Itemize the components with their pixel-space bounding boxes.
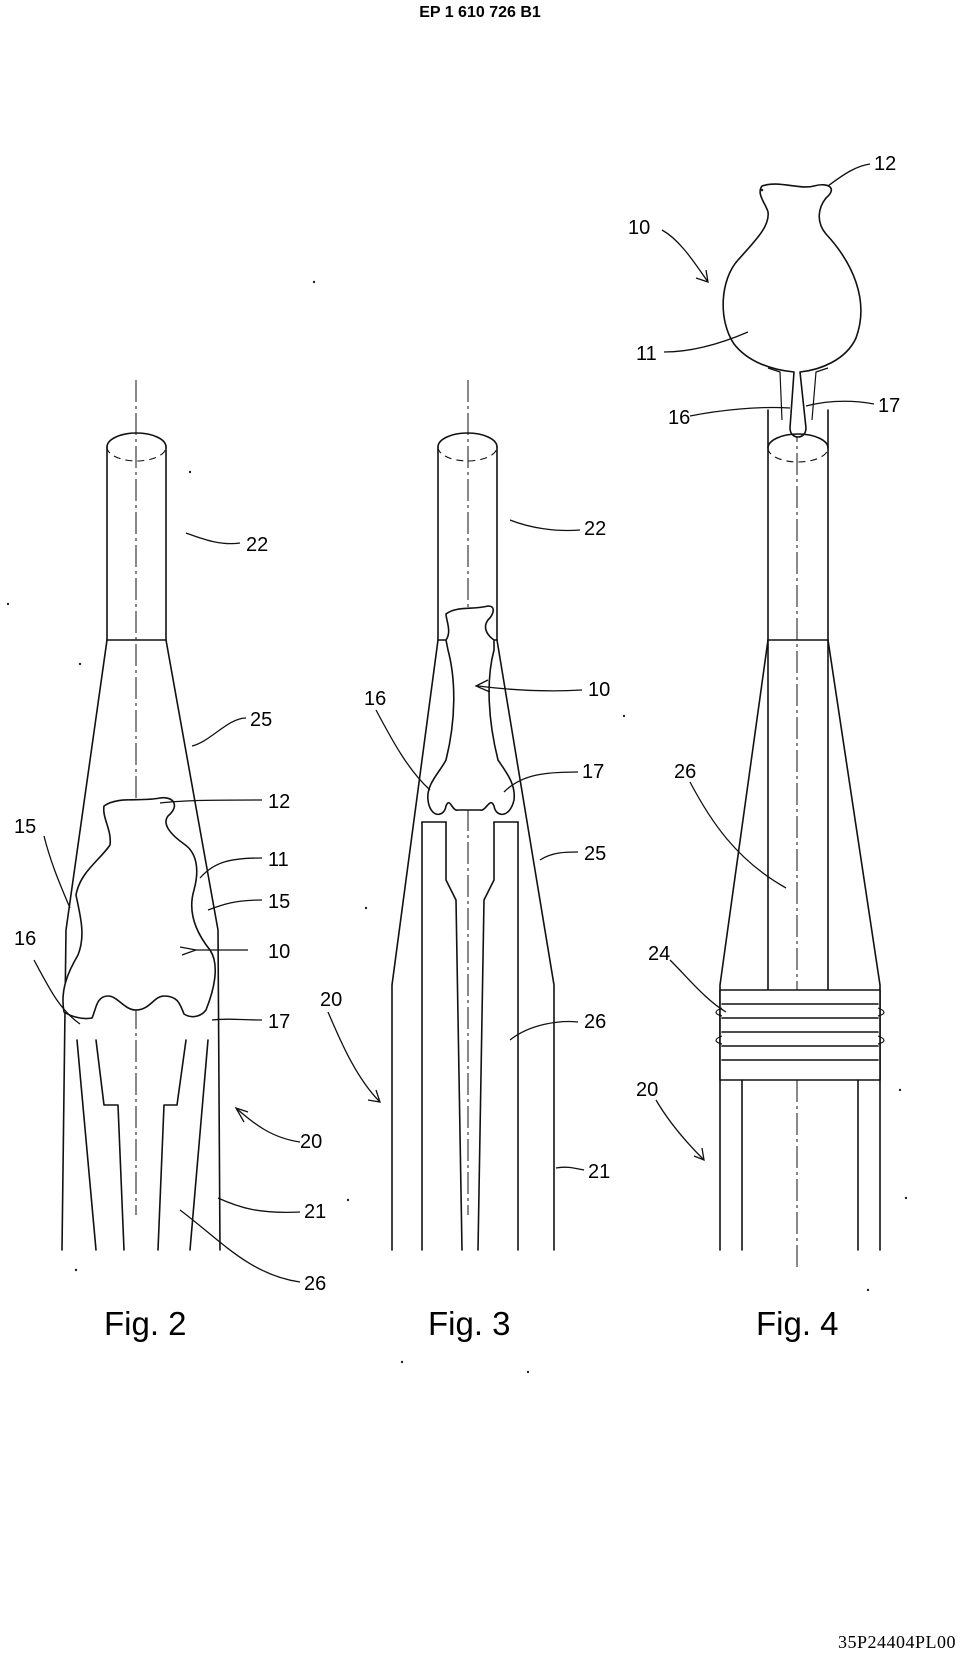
fig3-label-17: 17 bbox=[582, 761, 604, 783]
fig2-tube-top-rim bbox=[106, 432, 167, 448]
fig2-leader-21 bbox=[217, 1197, 301, 1214]
fig2-leader-25 bbox=[191, 717, 247, 747]
fig2-leader-17 bbox=[211, 1018, 263, 1021]
fig4-arrowhead-20 bbox=[693, 1147, 705, 1162]
fig4-leader-17 bbox=[805, 400, 875, 407]
fig4-tube-top-rim bbox=[767, 433, 829, 449]
fig2-label-22: 22 bbox=[246, 534, 268, 556]
fig3-upper-tube bbox=[437, 446, 498, 641]
fig2-inner-channel bbox=[95, 1039, 187, 1251]
fig2-label-15-left: 15 bbox=[14, 816, 36, 838]
figure-2: 22 25 12 15 11 15 16 10 17 20 21 26 Fig.… bbox=[14, 380, 326, 1342]
fig2-leader-12 bbox=[159, 799, 263, 804]
fig4-leader-10 bbox=[661, 229, 709, 283]
fig3-label-20: 20 bbox=[320, 989, 342, 1011]
fig2-label-17: 17 bbox=[268, 1011, 290, 1033]
fig3-tapered-body bbox=[391, 639, 555, 1251]
fig4-label-24: 24 bbox=[648, 943, 670, 965]
fig4-ring-section bbox=[719, 989, 881, 1081]
fig2-label-12: 12 bbox=[268, 791, 290, 813]
fig2-label-11: 11 bbox=[268, 849, 289, 871]
fig4-arrowhead-10 bbox=[695, 269, 709, 283]
fig2-leader-15a bbox=[43, 835, 71, 909]
fig4-leader-16 bbox=[689, 406, 791, 417]
fig4-leader-12 bbox=[827, 163, 871, 187]
fig4-tapered-body bbox=[719, 639, 881, 1251]
fig2-arrowhead-20 bbox=[234, 1106, 249, 1123]
fig2-leader-16 bbox=[33, 959, 81, 1025]
figure-3: 22 10 16 17 25 20 26 21 Fig. 3 bbox=[320, 380, 610, 1342]
fig2-label-15-right: 15 bbox=[268, 891, 290, 913]
fig3-label-10: 10 bbox=[588, 679, 610, 701]
fig4-label-26: 26 bbox=[674, 761, 696, 783]
fig4-caption: Fig. 4 bbox=[756, 1305, 839, 1342]
fig4-label-17: 17 bbox=[878, 395, 900, 417]
fig4-closure-element bbox=[722, 183, 862, 438]
fig3-leader-10 bbox=[477, 685, 583, 692]
fig4-upper-tube bbox=[767, 409, 829, 641]
fig4-leader-26 bbox=[689, 781, 787, 889]
fig2-label-21: 21 bbox=[304, 1201, 326, 1223]
fig3-leader-16 bbox=[375, 709, 431, 791]
fig3-leader-21 bbox=[555, 1166, 585, 1171]
fig2-label-20: 20 bbox=[300, 1131, 322, 1153]
fig2-inner-wall bbox=[76, 1039, 209, 1251]
fig2-upper-tube bbox=[106, 446, 167, 641]
fig4-label-16: 16 bbox=[668, 407, 690, 429]
fig4-lower-inner-walls bbox=[741, 1079, 859, 1251]
fig3-leader-25 bbox=[539, 851, 579, 861]
fig2-label-16: 16 bbox=[14, 928, 36, 950]
fig4-leader-24 bbox=[669, 959, 727, 1013]
fig2-closure-element bbox=[62, 796, 216, 1020]
fig3-inner-channel bbox=[445, 821, 495, 1251]
fig2-label-26: 26 bbox=[304, 1273, 326, 1295]
fig2-arrowhead-10 bbox=[179, 946, 199, 956]
fig3-tube-top-rim-hidden bbox=[437, 446, 498, 462]
fig4-inner-rod bbox=[767, 639, 829, 991]
fig2-leader-11 bbox=[199, 857, 263, 879]
fig2-label-10: 10 bbox=[268, 941, 290, 963]
fig2-leader-26 bbox=[179, 1209, 301, 1283]
fig4-ring-grooves bbox=[721, 1003, 879, 1061]
fig3-leader-26 bbox=[509, 1020, 579, 1041]
document-code-footer: 35P24404PL00 bbox=[837, 1632, 956, 1652]
fig4-label-20: 20 bbox=[636, 1079, 658, 1101]
fig3-inner-wall bbox=[421, 821, 519, 1251]
fig3-caption: Fig. 3 bbox=[428, 1305, 511, 1342]
fig2-label-25: 25 bbox=[250, 709, 272, 731]
fig3-leader-22 bbox=[509, 519, 581, 532]
patent-number-header: EP 1 610 726 B1 bbox=[419, 4, 541, 21]
fig3-label-25: 25 bbox=[584, 843, 606, 865]
fig3-label-21: 21 bbox=[588, 1161, 610, 1183]
fig4-leader-11 bbox=[663, 331, 749, 353]
fig3-label-22: 22 bbox=[584, 518, 606, 540]
fig4-label-10: 10 bbox=[628, 217, 650, 239]
fig2-leader-20 bbox=[235, 1107, 301, 1143]
figure-4: 12 10 11 16 17 26 24 20 Fig. 4 bbox=[628, 153, 900, 1342]
fig3-label-16: 16 bbox=[364, 688, 386, 710]
fig3-arrowhead-20 bbox=[367, 1089, 381, 1103]
fig3-arrowhead-10 bbox=[474, 679, 491, 693]
fig3-leader-20 bbox=[327, 1011, 381, 1103]
fig4-ring-edges bbox=[715, 1007, 885, 1045]
scan-specks bbox=[6, 188, 908, 1374]
fig4-leader-20 bbox=[655, 1099, 705, 1161]
fig3-tube-top-rim bbox=[437, 432, 498, 448]
fig4-label-11: 11 bbox=[636, 343, 657, 365]
fig2-leader-15b bbox=[207, 899, 263, 911]
fig3-leader-17 bbox=[503, 771, 579, 793]
fig2-leader-22 bbox=[185, 532, 241, 545]
fig2-caption: Fig. 2 bbox=[104, 1305, 187, 1342]
fig3-label-26: 26 bbox=[584, 1011, 606, 1033]
fig4-label-12: 12 bbox=[874, 153, 896, 175]
fig2-tube-top-rim-hidden bbox=[106, 446, 167, 462]
fig4-tube-top-rim-hidden bbox=[767, 447, 829, 463]
fig3-closure-element-compressed bbox=[427, 605, 516, 816]
fig2-tapered-body bbox=[61, 639, 221, 1251]
